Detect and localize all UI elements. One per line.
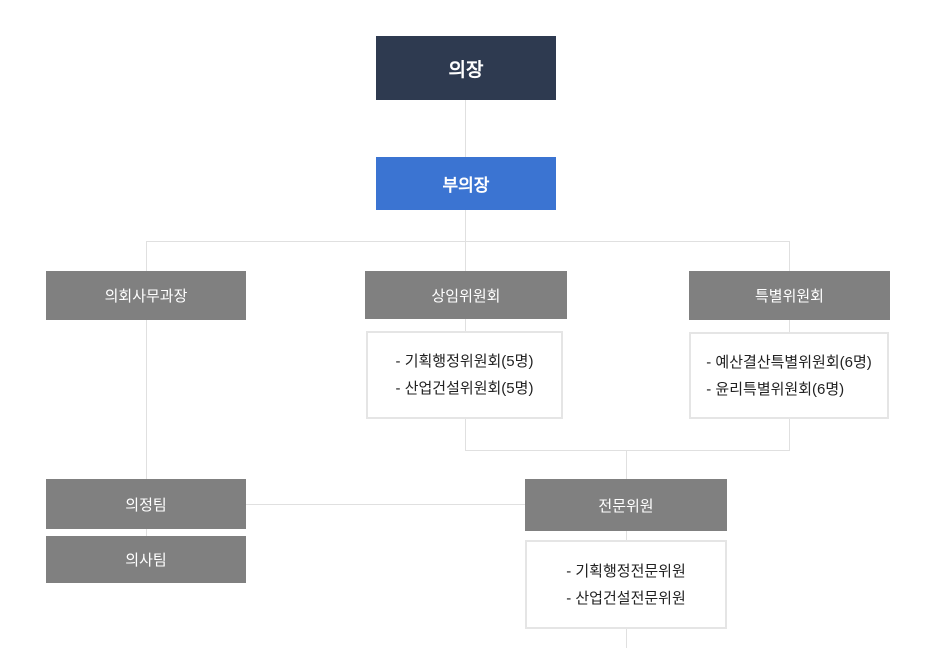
special-committee-detail-list: - 예산결산특별위원회(6명) - 윤리특별위원회(6명): [706, 349, 872, 403]
connector-standing-to-detail: [465, 319, 466, 331]
node-expert-members: 전문위원: [525, 479, 727, 531]
standing-committee-detail-list: - 기획행정위원회(5명) - 산업건설위원회(5명): [396, 348, 534, 402]
expert-members-detail-box: - 기획행정전문위원 - 산업건설전문위원: [525, 540, 727, 629]
node-expert-members-label: 전문위원: [598, 497, 654, 515]
connector-chairman-to-vice: [465, 100, 466, 157]
special-committee-detail-item: - 윤리특별위원회(6명): [706, 380, 845, 398]
node-special-committee: 특별위원회: [689, 271, 890, 320]
connector-drop-standing-committee: [465, 241, 466, 271]
node-council-affairs-team: 의정팀: [46, 479, 246, 529]
node-chairman-label: 의장: [448, 59, 484, 81]
node-standing-committee-label: 상임위원회: [431, 287, 501, 305]
node-special-committee-label: 특별위원회: [754, 288, 824, 305]
special-committee-detail-box: - 예산결산특별위원회(6명) - 윤리특별위원회(6명): [689, 332, 889, 419]
connector-expert-detail-tail: [626, 629, 627, 648]
connector-drop-office-manager: [146, 241, 147, 271]
connector-vice-to-branch: [465, 210, 466, 241]
connector-special-detail-down: [789, 419, 790, 450]
expert-members-detail-item: - 기획행정전문위원: [566, 562, 686, 580]
special-committee-detail-item: - 예산결산특별위원회(6명): [706, 353, 872, 371]
connector-office-to-teams: [146, 320, 147, 479]
node-office-manager: 의회사무과장: [46, 271, 246, 320]
node-vice-chairman-label: 부의장: [442, 176, 490, 195]
node-vice-chairman: 부의장: [376, 157, 556, 210]
standing-committee-detail-item: - 산업건설위원회(5명): [395, 380, 534, 397]
connector-special-to-detail: [789, 320, 790, 332]
connector-branch-horizontal: [146, 241, 790, 242]
connector-drop-special-committee: [789, 241, 790, 271]
expert-members-detail-list: - 기획행정전문위원 - 산업건설전문위원: [566, 558, 686, 612]
connector-join-to-expert: [626, 450, 627, 479]
connector-team-to-team: [146, 529, 147, 536]
node-standing-committee: 상임위원회: [365, 271, 567, 319]
node-council-affairs-team-label: 의정팀: [125, 496, 167, 514]
node-office-manager-label: 의회사무과장: [104, 288, 188, 305]
connector-team-to-expert: [246, 504, 525, 505]
standing-committee-detail-box: - 기획행정위원회(5명) - 산업건설위원회(5명): [366, 331, 563, 419]
connector-standing-detail-down: [465, 419, 466, 450]
connector-expert-to-detail: [626, 531, 627, 540]
connector-committees-join: [465, 450, 790, 451]
node-chairman: 의장: [376, 36, 556, 100]
node-proceedings-team-label: 의사팀: [125, 552, 167, 569]
standing-committee-detail-item: - 기획행정위원회(5명): [395, 353, 534, 370]
node-proceedings-team: 의사팀: [46, 536, 246, 583]
expert-members-detail-item: - 산업건설전문위원: [566, 589, 686, 607]
